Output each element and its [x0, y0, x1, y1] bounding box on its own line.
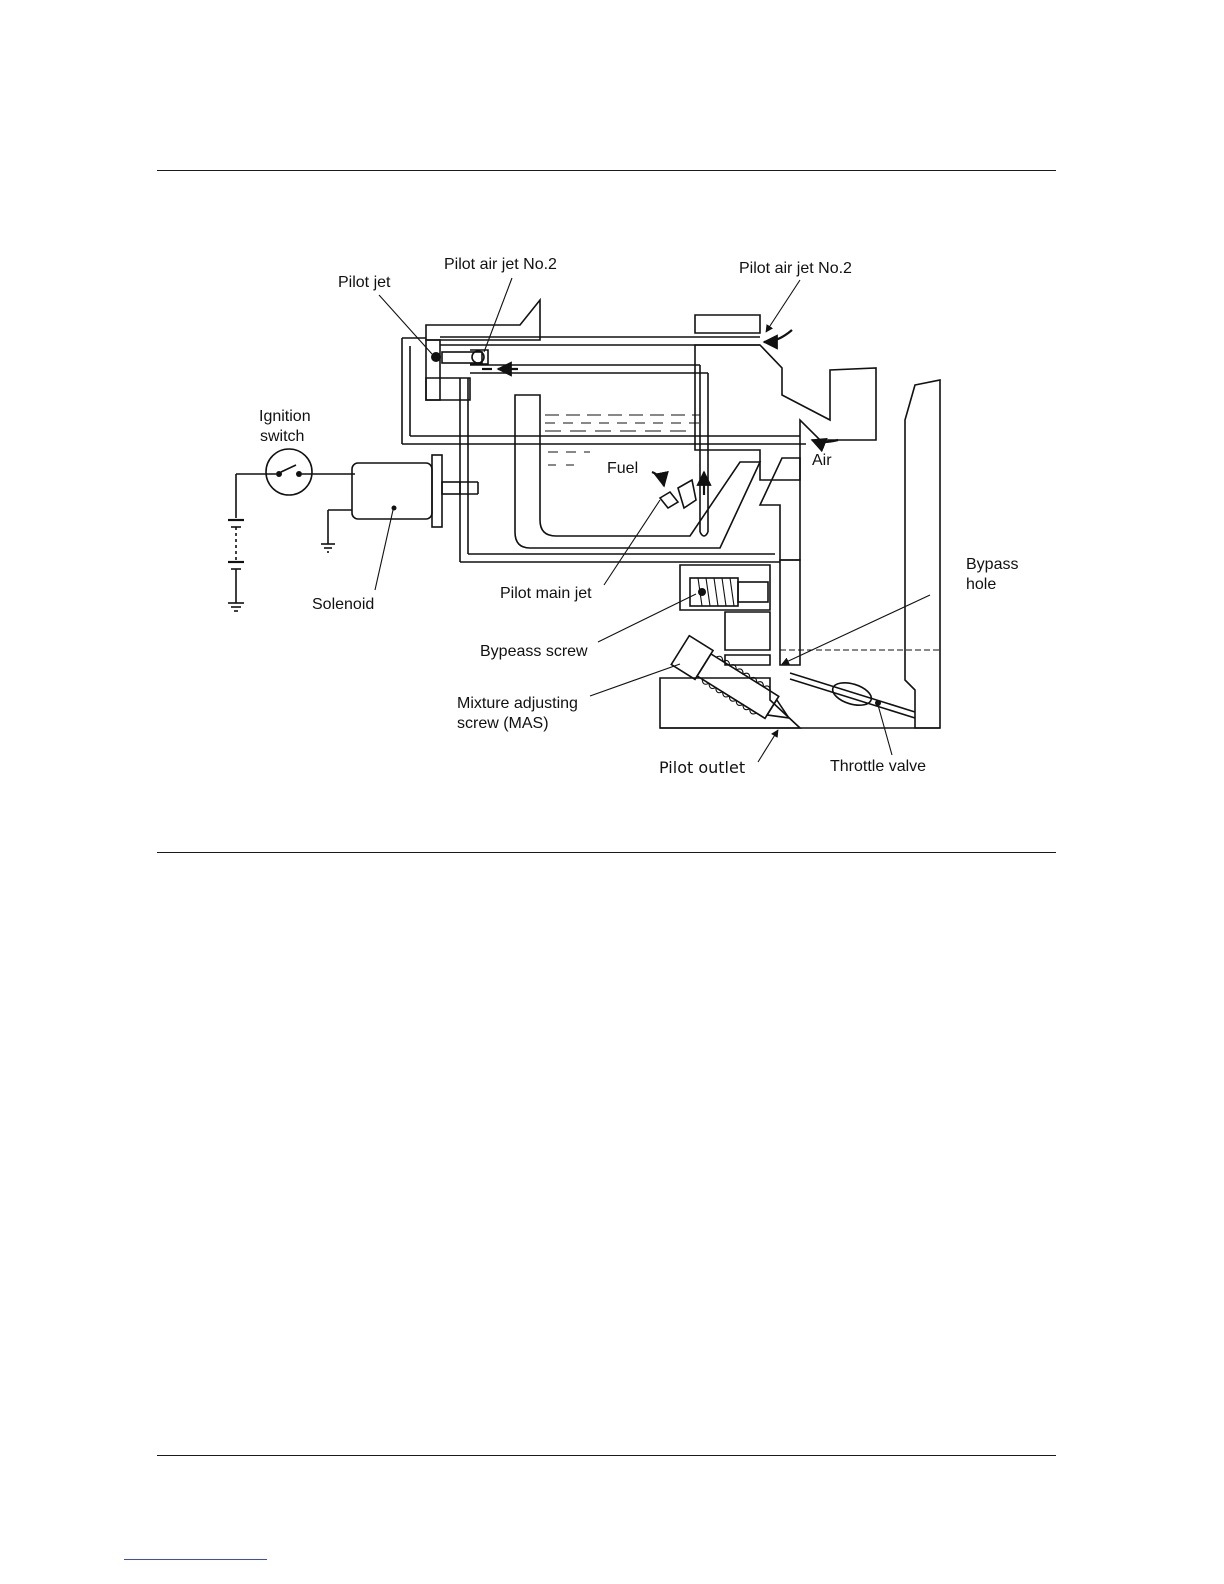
flow-arrows	[498, 330, 838, 486]
label-ignition: Ignition	[259, 408, 311, 425]
label-pilot-main-jet: Pilot main jet	[500, 585, 592, 602]
label-throttle-valve: Throttle valve	[830, 758, 926, 775]
label-switch: switch	[260, 428, 304, 445]
label-fuel: Fuel	[607, 460, 638, 477]
label-pilot-air-jet-left: Pilot air jet No.2	[444, 256, 557, 273]
label-mixture-1: Mixture adjusting	[457, 695, 578, 712]
pilot-main-jet	[660, 472, 704, 508]
label-mixture-2: screw (MAS)	[457, 715, 549, 732]
label-bypass-2: hole	[966, 576, 996, 593]
electrical-circuit	[228, 449, 460, 611]
label-air: Air	[812, 452, 832, 469]
label-solenoid: Solenoid	[312, 596, 374, 613]
label-pilot-air-jet-right: Pilot air jet No.2	[739, 260, 852, 277]
label-bypass-screw: Bypeass screw	[480, 643, 588, 660]
leader-lines	[375, 278, 930, 762]
label-bypass-1: Bypass	[966, 556, 1018, 573]
bypass-screw	[690, 578, 768, 606]
label-pilot-outlet: Pilot outlet	[659, 758, 745, 777]
fuel-level	[545, 415, 700, 465]
label-pilot-jet: Pilot jet	[338, 274, 391, 291]
